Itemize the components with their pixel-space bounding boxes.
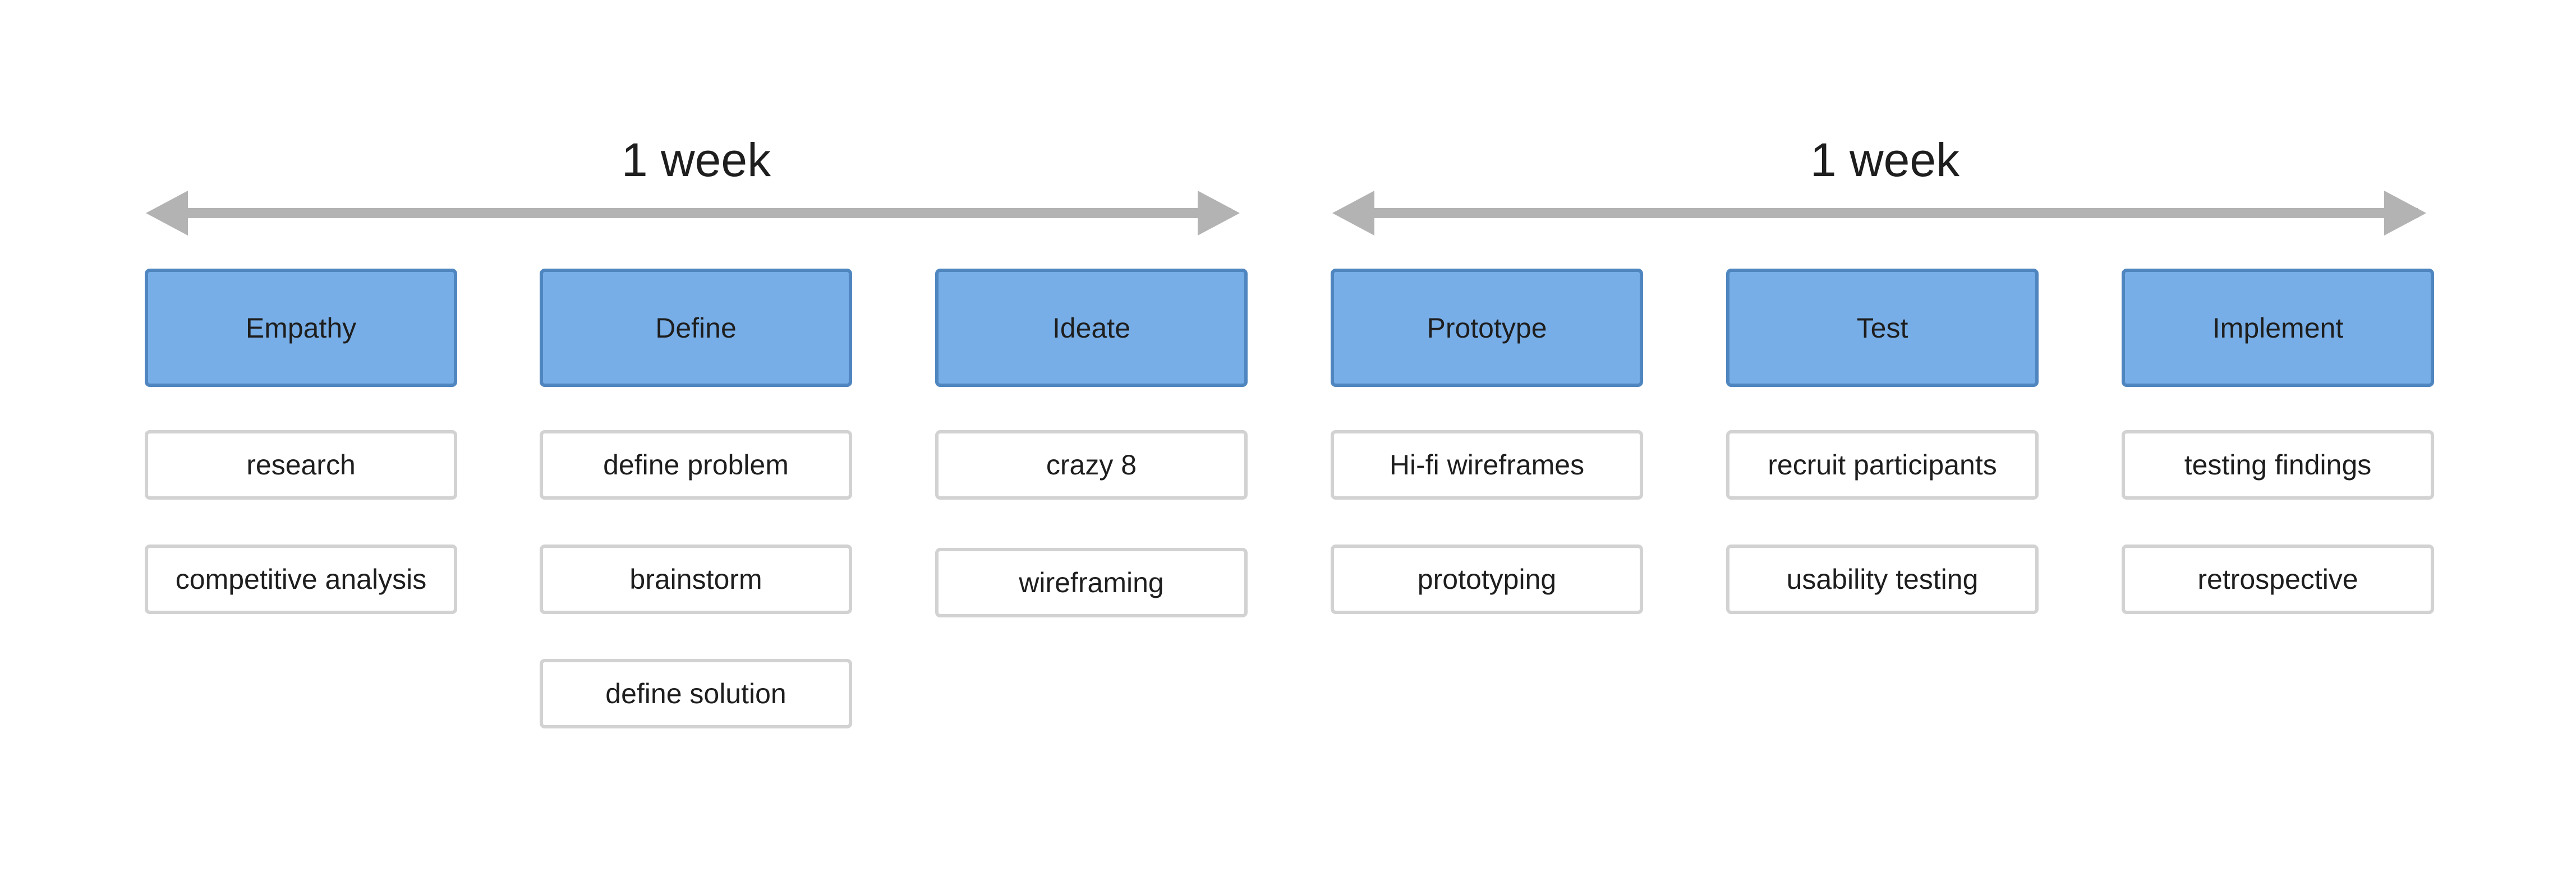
week-2-label: 1 week: [1810, 133, 1960, 186]
task-competitive-analysis: competitive analysis: [145, 545, 457, 614]
week-2-double-arrow: [1332, 191, 2426, 236]
task-label: competitive analysis: [175, 564, 427, 595]
task-brainstorm: brainstorm: [540, 545, 852, 614]
task-label: research: [246, 449, 356, 481]
task-label: recruit participants: [1768, 449, 1997, 481]
phase-empathy: Empathy: [145, 269, 457, 387]
task-define-problem: define problem: [540, 430, 852, 500]
task-label: define problem: [603, 449, 789, 481]
task-label: wireframing: [1019, 567, 1164, 598]
phase-test: Test: [1726, 269, 2039, 387]
task-prototyping: prototyping: [1331, 545, 1643, 614]
task-label: prototyping: [1417, 564, 1557, 595]
phase-ideate: Ideate: [935, 269, 1248, 387]
task-retrospective: retrospective: [2122, 545, 2434, 614]
task-label: Hi-fi wireframes: [1389, 449, 1585, 481]
task-usability-testing: usability testing: [1726, 545, 2039, 614]
phase-prototype: Prototype: [1331, 269, 1643, 387]
phase-label: Empathy: [245, 312, 357, 344]
task-label: retrospective: [2197, 564, 2358, 595]
phase-label: Prototype: [1427, 312, 1547, 344]
phase-label: Ideate: [1052, 312, 1130, 344]
task-crazy-8: crazy 8: [935, 430, 1248, 500]
phase-label: Test: [1856, 312, 1908, 344]
week-1-double-arrow: [146, 191, 1240, 236]
phase-label: Implement: [2212, 312, 2344, 344]
task-recruit-participants: recruit participants: [1726, 430, 2039, 500]
phase-label: Define: [655, 312, 737, 344]
task-label: testing findings: [2184, 449, 2372, 481]
task-label: crazy 8: [1046, 449, 1137, 481]
task-wireframing: wireframing: [935, 548, 1248, 617]
task-define-solution: define solution: [540, 659, 852, 728]
task-testing-findings: testing findings: [2122, 430, 2434, 500]
task-research: research: [145, 430, 457, 500]
task-hi-fi-wireframes: Hi-fi wireframes: [1331, 430, 1643, 500]
phase-implement: Implement: [2122, 269, 2434, 387]
task-label: define solution: [605, 678, 786, 709]
phase-define: Define: [540, 269, 852, 387]
week-1-label: 1 week: [621, 133, 771, 186]
task-label: brainstorm: [629, 564, 762, 595]
task-label: usability testing: [1786, 564, 1979, 595]
